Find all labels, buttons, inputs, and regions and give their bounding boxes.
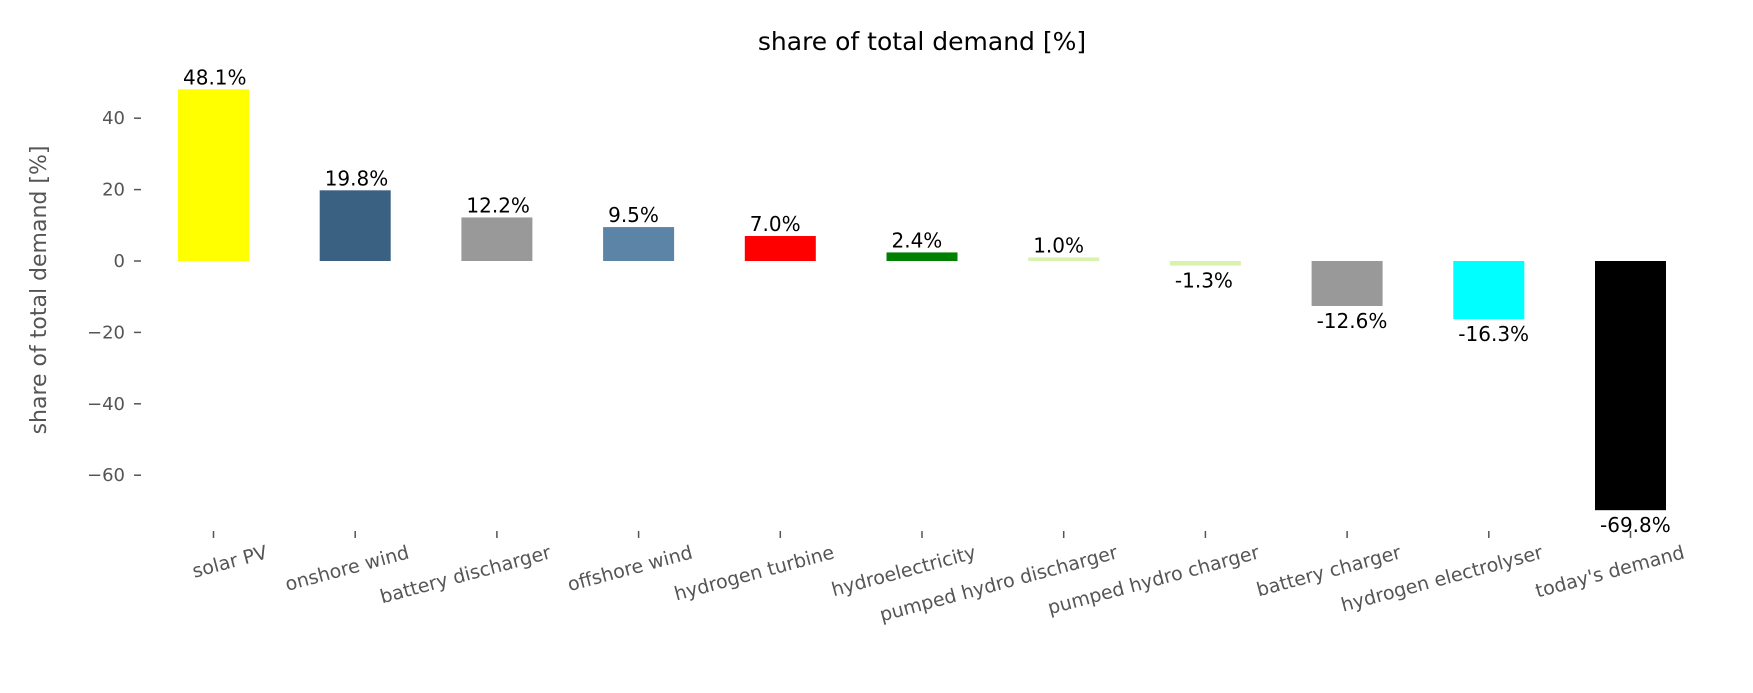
y-axis-label: share of total demand [%]: [27, 146, 52, 435]
data-label: 48.1%: [183, 65, 247, 89]
bar: [461, 217, 533, 261]
data-label: 1.0%: [1033, 233, 1084, 257]
y-axis: 40 20 0 −20 −40 −60: [87, 108, 141, 486]
data-label: 9.5%: [608, 203, 659, 227]
y-tick-label: −60: [87, 465, 125, 486]
y-tick-label: 40: [102, 108, 125, 129]
bar: [1028, 257, 1100, 261]
y-tick-label: −40: [87, 394, 125, 415]
x-tick-label: solar PV: [190, 542, 270, 583]
x-tick-label: today's demand: [1533, 542, 1687, 603]
bar: [1311, 261, 1383, 306]
bar: [319, 190, 391, 261]
data-label: -16.3%: [1458, 322, 1529, 346]
data-label: 7.0%: [750, 212, 801, 236]
x-tick-label: hydrogen turbine: [672, 542, 837, 606]
bars: 48.1% 19.8% 12.2% 9.5% 7.0% 2.4% 1.0% -1.3% -12.…: [178, 65, 1671, 537]
data-label: -69.8%: [1600, 513, 1671, 537]
data-label: 12.2%: [466, 193, 530, 217]
bar: [1453, 261, 1525, 320]
x-tick-label: pumped hydro discharger: [877, 542, 1120, 627]
y-tick-label: 0: [114, 251, 125, 272]
data-label: 2.4%: [892, 228, 943, 252]
y-tick-label: 20: [102, 180, 125, 201]
data-label: -1.3%: [1175, 269, 1233, 293]
bar: [178, 89, 249, 262]
bar: [603, 227, 675, 261]
data-label: -12.6%: [1317, 309, 1388, 333]
y-tick-label: −20: [87, 322, 125, 343]
chart-title: share of total demand [%]: [758, 27, 1086, 56]
bar: [1595, 261, 1666, 511]
bar: [1169, 261, 1241, 266]
data-label: 19.8%: [325, 166, 389, 190]
bar: [886, 252, 958, 261]
bar: [744, 236, 816, 261]
